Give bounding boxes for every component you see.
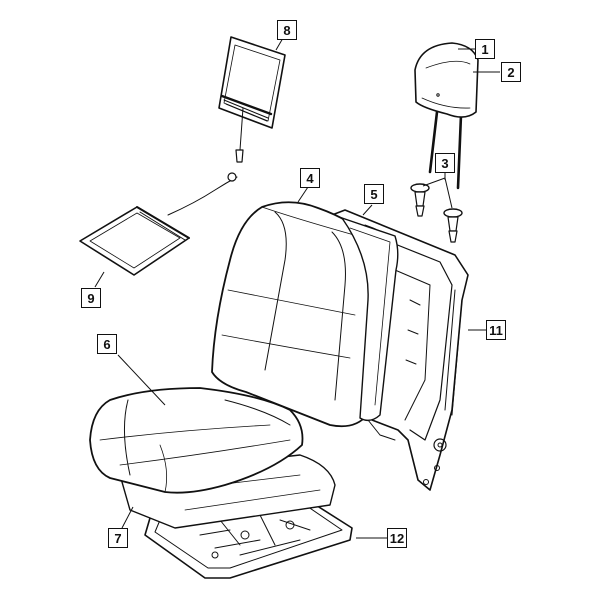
callout-label: 2	[501, 62, 521, 82]
cushion-cover	[89, 387, 304, 494]
callout-label: 1	[475, 39, 495, 59]
leader-lines	[94, 37, 500, 539]
callout-label: 7	[108, 528, 128, 548]
callout-label: 9	[81, 288, 101, 308]
seatback-rear-panel	[341, 217, 399, 422]
callout-label: 5	[364, 184, 384, 204]
callout-label: 3	[435, 153, 455, 173]
seatback-cover	[211, 201, 381, 428]
callout-label: 6	[97, 334, 117, 354]
callout-label: 12	[387, 528, 407, 548]
callout-label: 4	[300, 168, 320, 188]
callout-label: 8	[277, 20, 297, 40]
headrest-guides	[410, 183, 463, 243]
cushion-heater-mat	[79, 172, 238, 276]
head-restraint	[414, 42, 479, 190]
seatback-heater-mat	[218, 36, 286, 163]
callout-label: 11	[486, 320, 506, 340]
